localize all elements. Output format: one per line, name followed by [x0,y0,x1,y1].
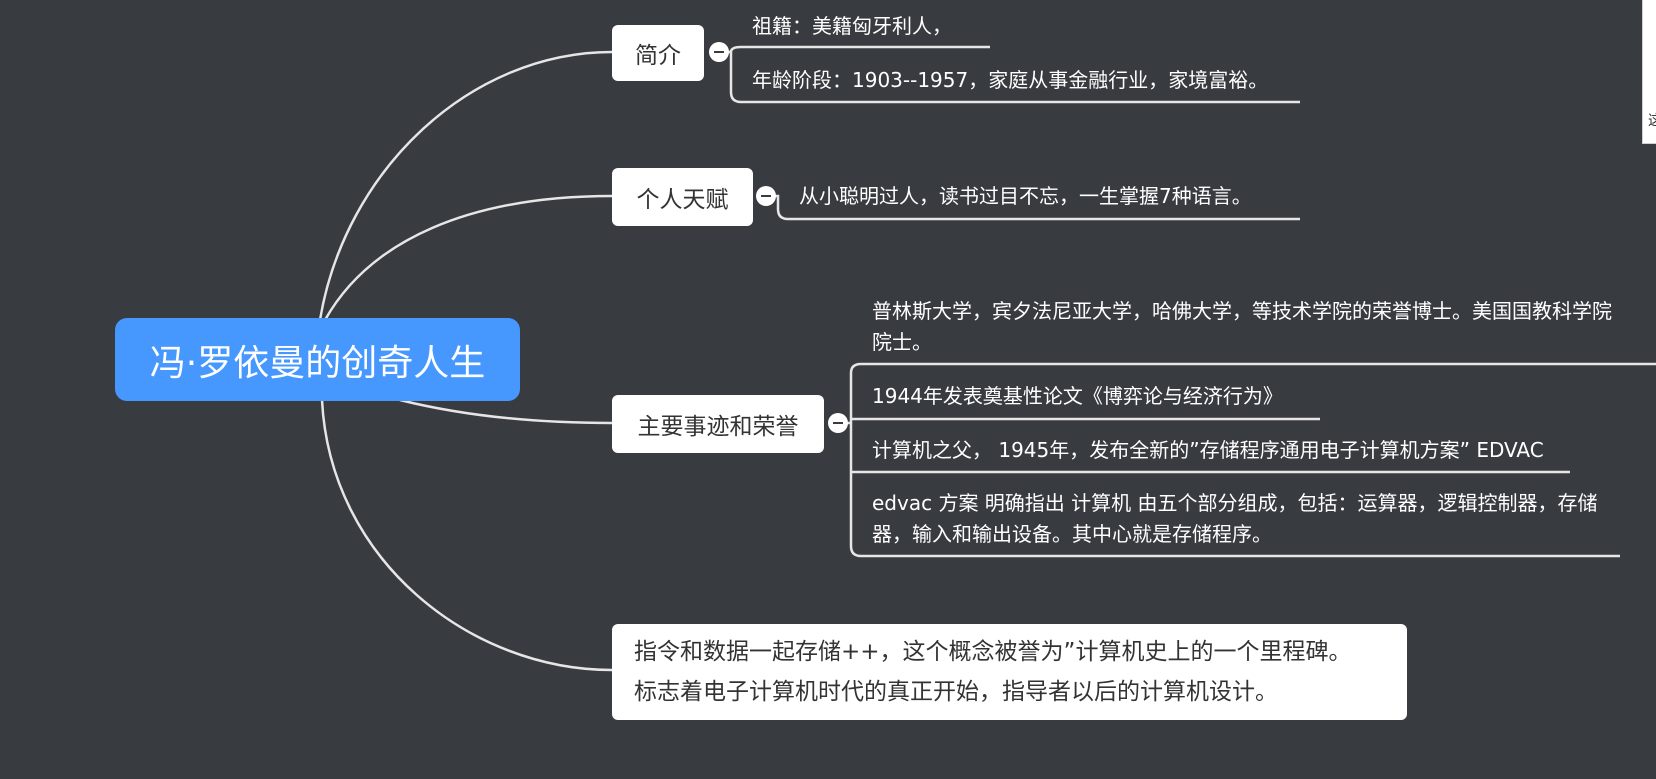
root-topic[interactable]: 冯·罗依曼的创奇人生 [115,318,520,401]
connector-root-honors [399,398,613,425]
talent-detail[interactable]: 从小聪明过人，读书过目不忘，一生掌握7种语言。 [799,184,1252,208]
connector-root-intro [318,50,613,321]
collapse-intro-button[interactable] [709,42,729,62]
topic-intro[interactable]: 简介 [612,25,704,81]
honors-detail-doctorates[interactable]: 普林斯大学，宾夕法尼亚大学，哈佛大学，等技术学院的荣誉博士。美国国教科学院院士。 [872,299,1612,354]
intro-detail-age[interactable]: 年龄阶段：1903--1957，家庭从事金融行业，家境富裕。 [752,68,1269,92]
honors-detail-edvac[interactable]: 计算机之父， 1945年，发布全新的”存储程序通用电子计算机方案” EDVAC [872,438,1544,462]
side-panel-edge-text: 这 [1648,113,1656,129]
honors-detail-paper[interactable]: 1944年发表奠基性论文《博弈论与经济行为》 [872,384,1283,408]
topic-talent-label: 个人天赋 [636,187,729,213]
topic-talent[interactable]: 个人天赋 [612,168,753,226]
topic-intro-label: 简介 [635,43,681,69]
connector-root-milestone [320,399,613,672]
honors-detail-architecture[interactable]: edvac 方案 明确指出 计算机 由五个部分组成，包括：运算器，逻辑控制器，存… [872,491,1598,546]
root-topic-label: 冯·罗依曼的创奇人生 [149,342,486,384]
topic-honors-label: 主要事迹和荣誉 [637,414,799,440]
collapse-honors-button[interactable] [828,413,848,433]
milestone-line-1: 指令和数据一起存储++，这个概念被誉为”计算机史上的一个里程碑。 [634,639,1352,665]
milestone-line-2: 标志着电子计算机时代的真正开始，指导者以后的计算机设计。 [634,679,1278,705]
intro-detail-ancestry[interactable]: 祖籍：美籍匈牙利人， [752,14,952,38]
collapse-talent-button[interactable] [756,186,776,206]
connector-root-talent [323,194,613,321]
topic-honors[interactable]: 主要事迹和荣誉 [612,395,824,453]
topic-milestone[interactable]: 指令和数据一起存储++，这个概念被誉为”计算机史上的一个里程碑。 标志着电子计算… [612,624,1407,720]
side-panel-edge[interactable] [1642,0,1656,144]
